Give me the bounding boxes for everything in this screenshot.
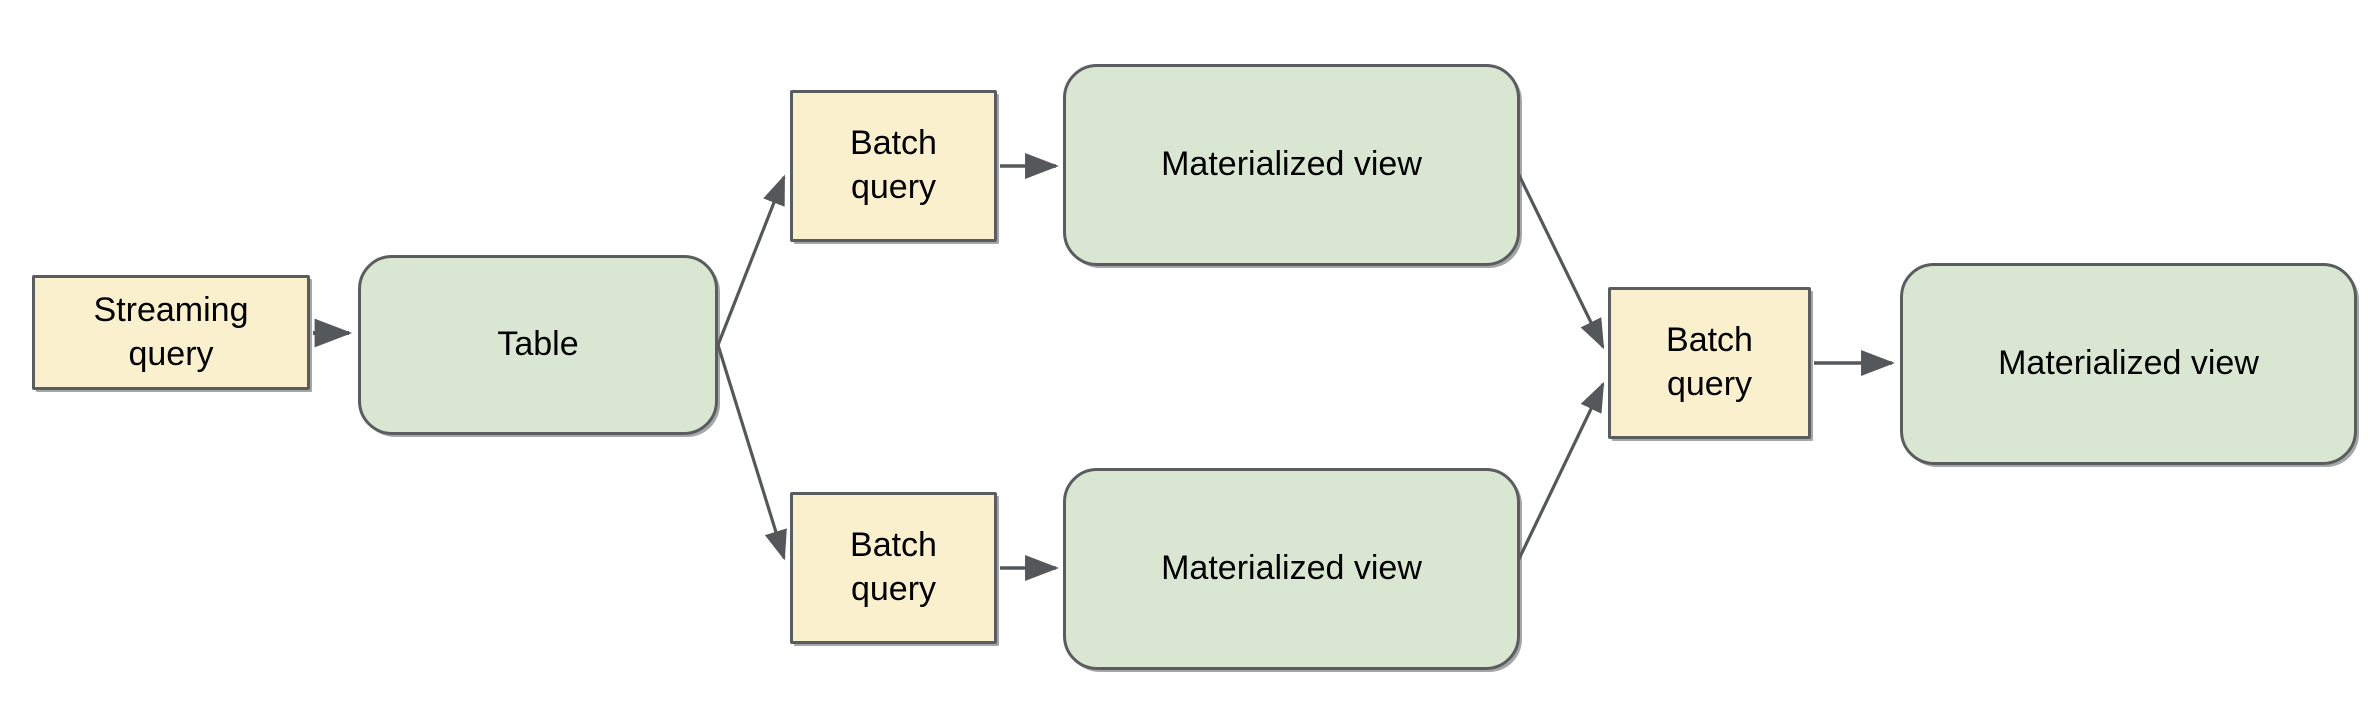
- node-materialized-view-final[interactable]: Materialized view: [1900, 263, 2357, 465]
- node-batch-query-bottom[interactable]: Batch query: [790, 492, 997, 644]
- node-batch-query-join[interactable]: Batch query: [1608, 287, 1811, 439]
- node-table[interactable]: Table: [358, 255, 718, 435]
- node-materialized-view-final-label: Materialized view: [1998, 344, 2259, 383]
- edge-materialized-view-top-to-batch-query-join: [1516, 172, 1605, 350]
- node-materialized-view-top-label: Materialized view: [1161, 145, 1422, 184]
- edge-table-to-batch-query-bottom: [716, 344, 787, 561]
- node-materialized-view-top[interactable]: Materialized view: [1063, 64, 1520, 266]
- node-batch-query-bottom-label: Batch query: [850, 526, 937, 608]
- edge-materialized-view-bottom-to-batch-query-join: [1516, 381, 1605, 562]
- edge-table-to-batch-query-top: [716, 174, 786, 346]
- node-materialized-view-bottom[interactable]: Materialized view: [1063, 468, 1520, 670]
- node-streaming-query[interactable]: Streaming query: [32, 275, 310, 390]
- node-materialized-view-bottom-label: Materialized view: [1161, 549, 1422, 588]
- node-table-label: Table: [497, 325, 579, 364]
- node-batch-query-join-label: Batch query: [1666, 321, 1753, 403]
- node-streaming-query-label: Streaming query: [93, 290, 249, 373]
- node-batch-query-top[interactable]: Batch query: [790, 90, 997, 242]
- node-batch-query-top-label: Batch query: [850, 124, 937, 206]
